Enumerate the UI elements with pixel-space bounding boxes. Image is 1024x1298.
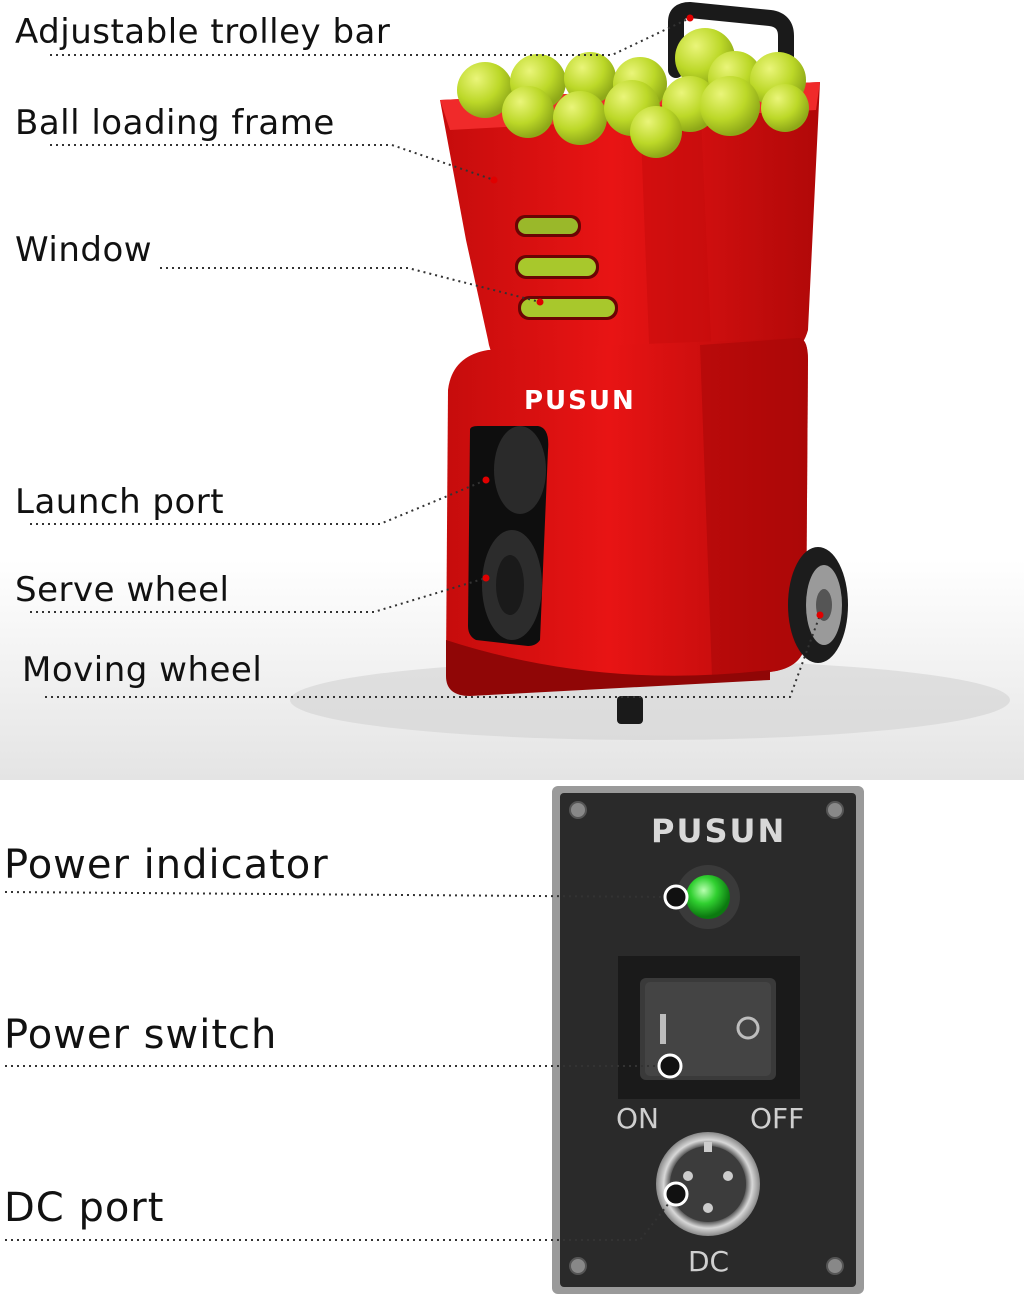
leader-dots-top <box>482 14 824 619</box>
callout-moving-wheel: Moving wheel <box>22 650 263 690</box>
callout-serve-wheel: Serve wheel <box>15 570 230 610</box>
screw-icon <box>569 1257 587 1275</box>
panel-brand-logo: PUSUN <box>651 812 787 850</box>
callout-power-indicator: Power indicator <box>4 842 329 888</box>
leader-dots-panel <box>657 884 689 1207</box>
screw-icon <box>826 1257 844 1275</box>
on-label: ON <box>616 1102 659 1135</box>
machine-brand-logo: PUSUN <box>524 386 636 416</box>
machine-foot <box>617 696 643 724</box>
switch-on-mark <box>660 1014 666 1044</box>
window-slots <box>515 215 618 320</box>
dc-port <box>656 1132 760 1236</box>
power-switch <box>618 956 800 1099</box>
callout-trolley-bar: Adjustable trolley bar <box>15 12 391 52</box>
callout-power-switch: Power switch <box>4 1012 278 1058</box>
trolley-bar <box>668 1 794 98</box>
leader-lines-panel <box>4 891 677 1241</box>
off-label: OFF <box>750 1102 805 1135</box>
screw-icon <box>826 801 844 819</box>
tennis-balls <box>457 28 809 158</box>
callout-launch-port: Launch port <box>15 482 225 522</box>
power-indicator-light <box>676 865 740 929</box>
callout-window: Window <box>15 230 153 270</box>
leader-lines-top <box>30 17 821 698</box>
callout-dc-port: DC port <box>4 1185 165 1231</box>
dc-label: DC <box>688 1245 730 1278</box>
callout-loading-frame: Ball loading frame <box>15 103 335 143</box>
switch-off-mark <box>736 1016 760 1040</box>
launch-port <box>468 426 549 646</box>
screw-icon <box>569 801 587 819</box>
moving-wheel <box>788 547 848 663</box>
